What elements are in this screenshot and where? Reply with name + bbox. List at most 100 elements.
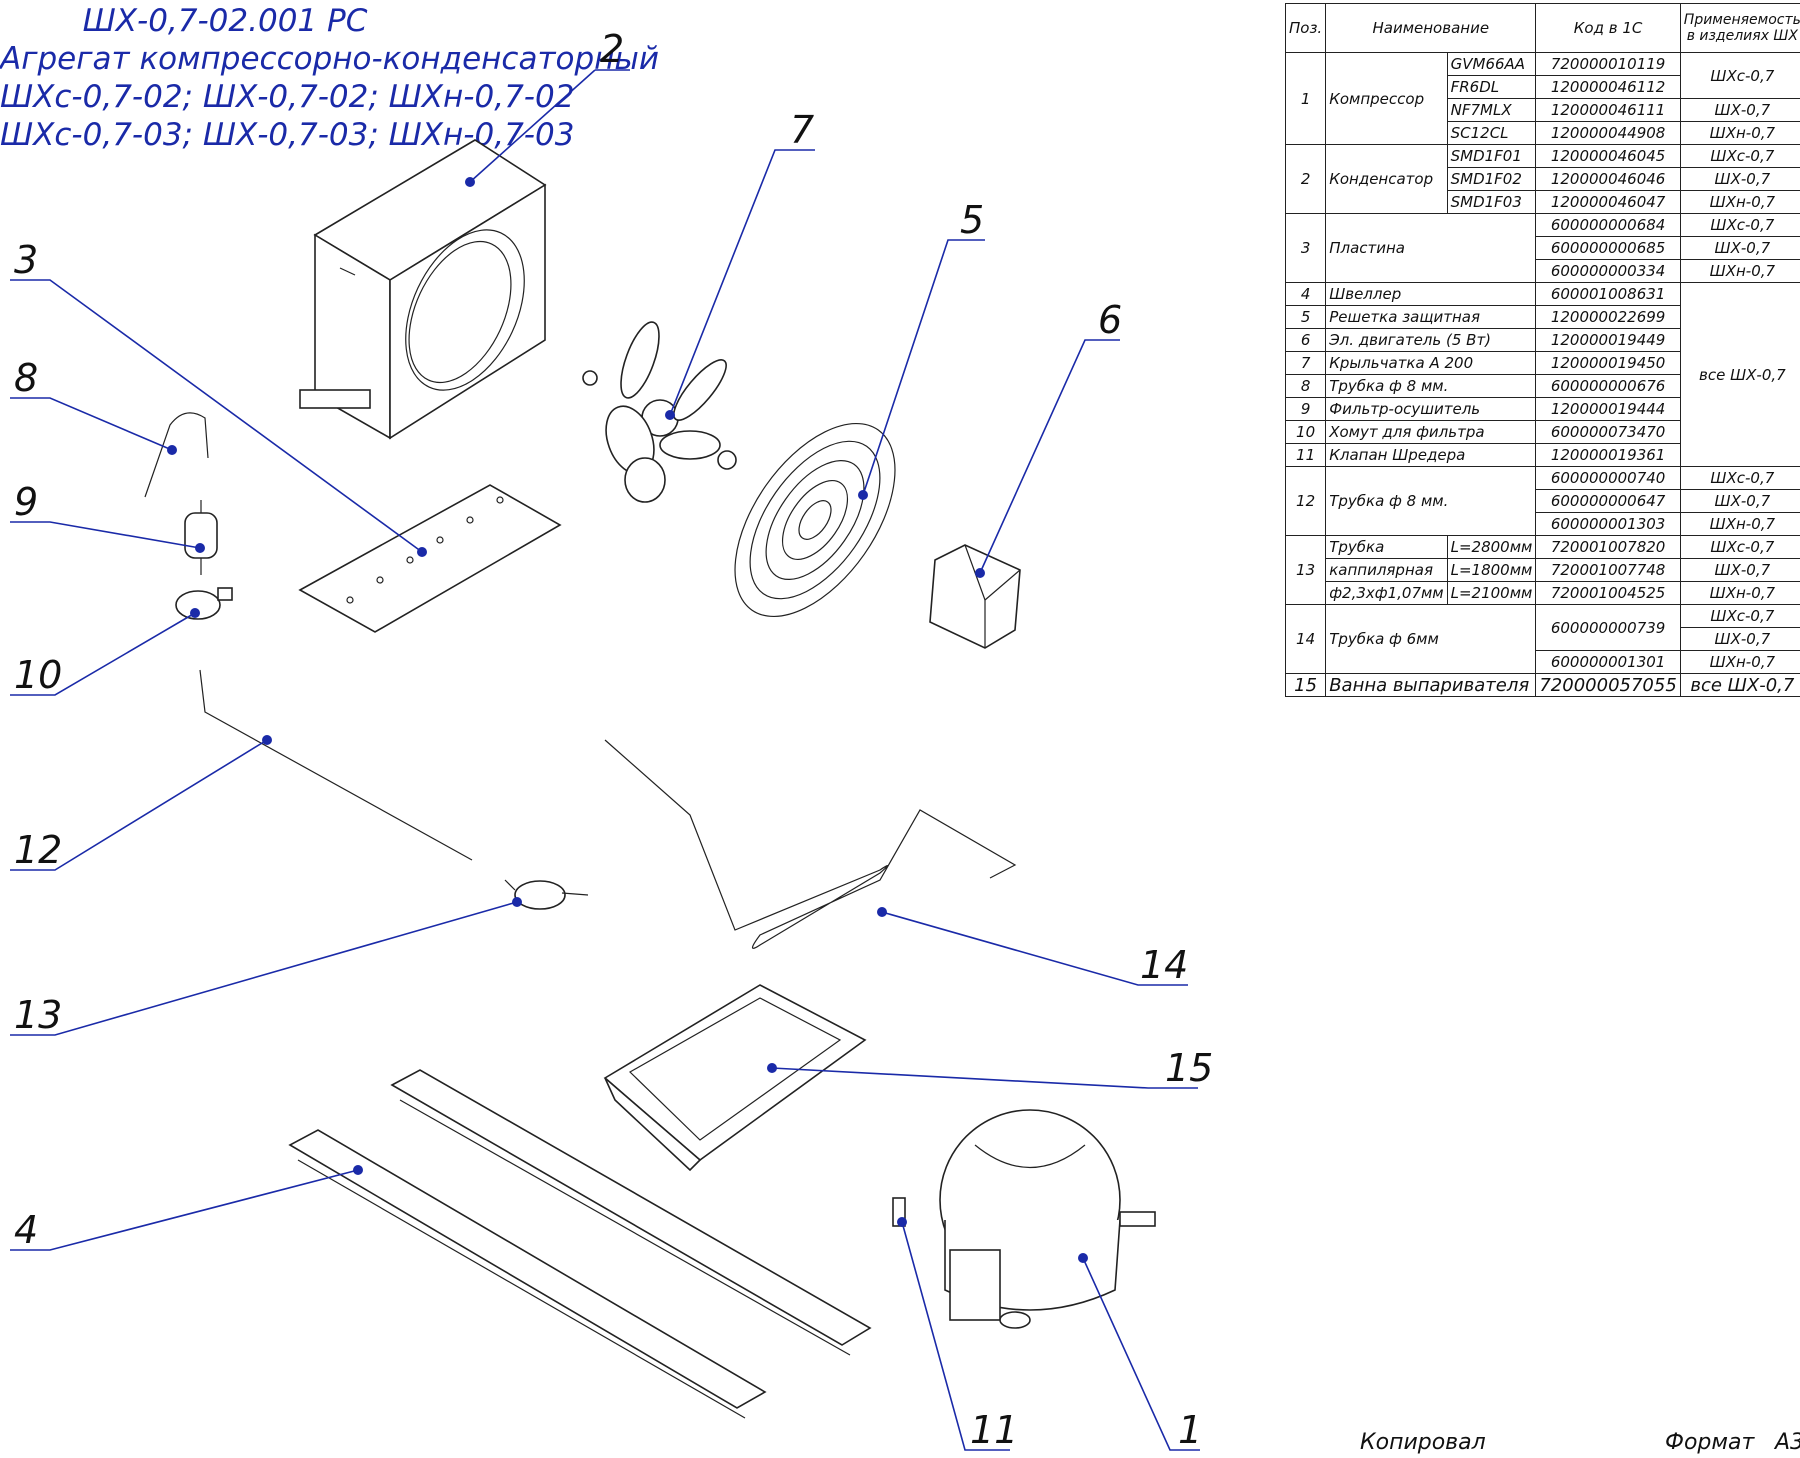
header-pos: Поз. [1284,3,1327,53]
cell-name: Эл. двигатель (5 Вт) [1325,328,1537,352]
cell-code: 120000022699 [1535,305,1681,329]
table-row: 10 Хомут для фильтра 600000073470 [1284,420,1800,444]
specification-table: Поз. Наименование Код в 1С Применяемость… [1284,3,1800,697]
grill-part [734,422,896,618]
leader-dot-11 [897,1217,907,1227]
channel-4-part [288,1069,872,1419]
cell-model: NF7MLX [1446,98,1537,122]
callout-11: 11 [970,1408,1018,1452]
cell-app: все ШХ-0,7 [1679,673,1800,697]
tube-14-part [604,739,1017,949]
leader-line-13 [10,901,518,1036]
cell-name: Компрессор [1325,52,1448,145]
header-name: Наименование [1325,3,1537,53]
table-row: 2 Конденсатор SMD1F01 120000046045 ШХс-0… [1284,144,1800,214]
callout-2: 2 [600,27,624,71]
cell-pos: 7 [1284,351,1327,375]
cell-app: ШХ-0,7 [1679,489,1800,513]
table-row: SC12CL 120000044908 ШХн-0,7 [1286,121,1800,145]
cell-app: ШХ-0,7 [1679,627,1800,651]
cell-code: 720001004525 [1535,581,1681,605]
cell-name: Клапан Шредера [1325,443,1537,467]
cell-model: L=2800мм [1446,535,1537,559]
cell-app: ШХс-0,7 [1679,604,1800,628]
cell-model: SC12CL [1446,121,1537,145]
tube-8-part [144,412,209,498]
table-row: 6 Эл. двигатель (5 Вт) 120000019449 [1284,328,1800,352]
cell-code: 120000019444 [1535,397,1681,421]
leader-dot-13 [512,897,522,907]
cell-name: Трубка [1325,535,1448,559]
cell-name: Конденсатор [1325,144,1448,214]
evaporation-tray-part [603,984,867,1172]
format-label: Формат [1665,1430,1755,1455]
cell-model: SMD1F01 [1446,144,1537,168]
table-header-row: Поз. Наименование Код в 1С Применяемость… [1284,3,1800,53]
cell-name: Ванна выпаривателя [1325,673,1537,697]
table-row: FR6DL 120000046112 [1286,75,1800,99]
cell-app: ШХн-0,7 [1679,259,1800,283]
callout-15: 15 [1165,1046,1213,1090]
callout-5: 5 [960,198,984,242]
cell-pos: 1 [1284,52,1327,145]
leader-dot-7 [665,410,675,420]
cell-name: Крыльчатка А 200 [1325,351,1537,375]
leader-dot-4 [353,1165,363,1175]
leader-dot-15 [767,1063,777,1073]
cell-code: 720000010119 [1535,52,1681,76]
cell-name: Трубка ф 6мм [1325,604,1537,674]
leader-line-9 [10,521,201,549]
cell-code: 720000057055 [1535,673,1681,697]
callout-8: 8 [14,356,38,400]
cell-pos: 13 [1284,535,1327,605]
cell-code: 600000000685 [1535,236,1681,260]
filter-drier-part [184,500,218,575]
cell-app: все ШХ-0,7 [1679,282,1800,467]
cell-code: 600000073470 [1535,420,1681,444]
leader-dot-1 [1078,1253,1088,1263]
cell-app: ШХн-0,7 [1679,190,1800,214]
cell-pos: 12 [1284,466,1327,536]
cell-code: 120000046046 [1535,167,1681,191]
leader-dot-6 [975,568,985,578]
leader-dot-10 [190,608,200,618]
cell-code: 600000000740 [1535,466,1681,490]
cell-model: SMD1F03 [1446,190,1537,214]
leader-line-11 [901,1221,1010,1451]
cell-pos: 15 [1284,673,1327,697]
leader-dot-14 [877,907,887,917]
cell-code: 120000019361 [1535,443,1681,467]
cell-name: ф2,3хф1,07мм [1325,581,1448,605]
cell-app: ШХс-0,7 [1679,144,1800,168]
cell-pos: 14 [1284,604,1327,674]
cell-name: Фильтр-осушитель [1325,397,1537,421]
cell-name: каппилярная [1325,558,1448,582]
copied-label: Копировал [1360,1430,1486,1455]
cell-model: SMD1F02 [1446,167,1537,191]
cell-app: ШХс-0,7 [1679,52,1800,99]
cell-code: 600000000334 [1535,259,1681,283]
cell-name: Швеллер [1325,282,1537,306]
cell-code: 720001007820 [1535,535,1681,559]
leader-line-5 [862,239,985,496]
table-row: 14 Трубка ф 6мм 600000000739 ШХс-0,7 [1284,604,1800,674]
table-row: 5 Решетка защитная 120000022699 [1284,305,1800,329]
exploded-view-drawing: 2 3 8 9 10 12 13 4 7 5 6 14 [10,27,1213,1452]
cell-code: 720001007748 [1535,558,1681,582]
callout-1: 1 [1178,1408,1202,1452]
tube-12-part [199,669,473,861]
leader-line-10 [10,612,196,696]
cell-app: ШХс-0,7 [1679,466,1800,490]
table-row: каппилярная L=1800мм 720001007748 ШХ-0,7 [1286,558,1800,582]
leader-line-1 [1082,1257,1200,1451]
leader-line-7 [669,149,815,416]
capillary-coil-part [504,879,589,910]
impeller-part [582,321,737,503]
motor-part [929,544,1021,649]
cell-code: 120000046111 [1535,98,1681,122]
callout-3: 3 [14,238,38,282]
cell-pos: 6 [1284,328,1327,352]
table-row: 9 Фильтр-осушитель 120000019444 [1284,397,1800,421]
callout-4: 4 [14,1208,38,1252]
leader-line-12 [10,739,268,871]
